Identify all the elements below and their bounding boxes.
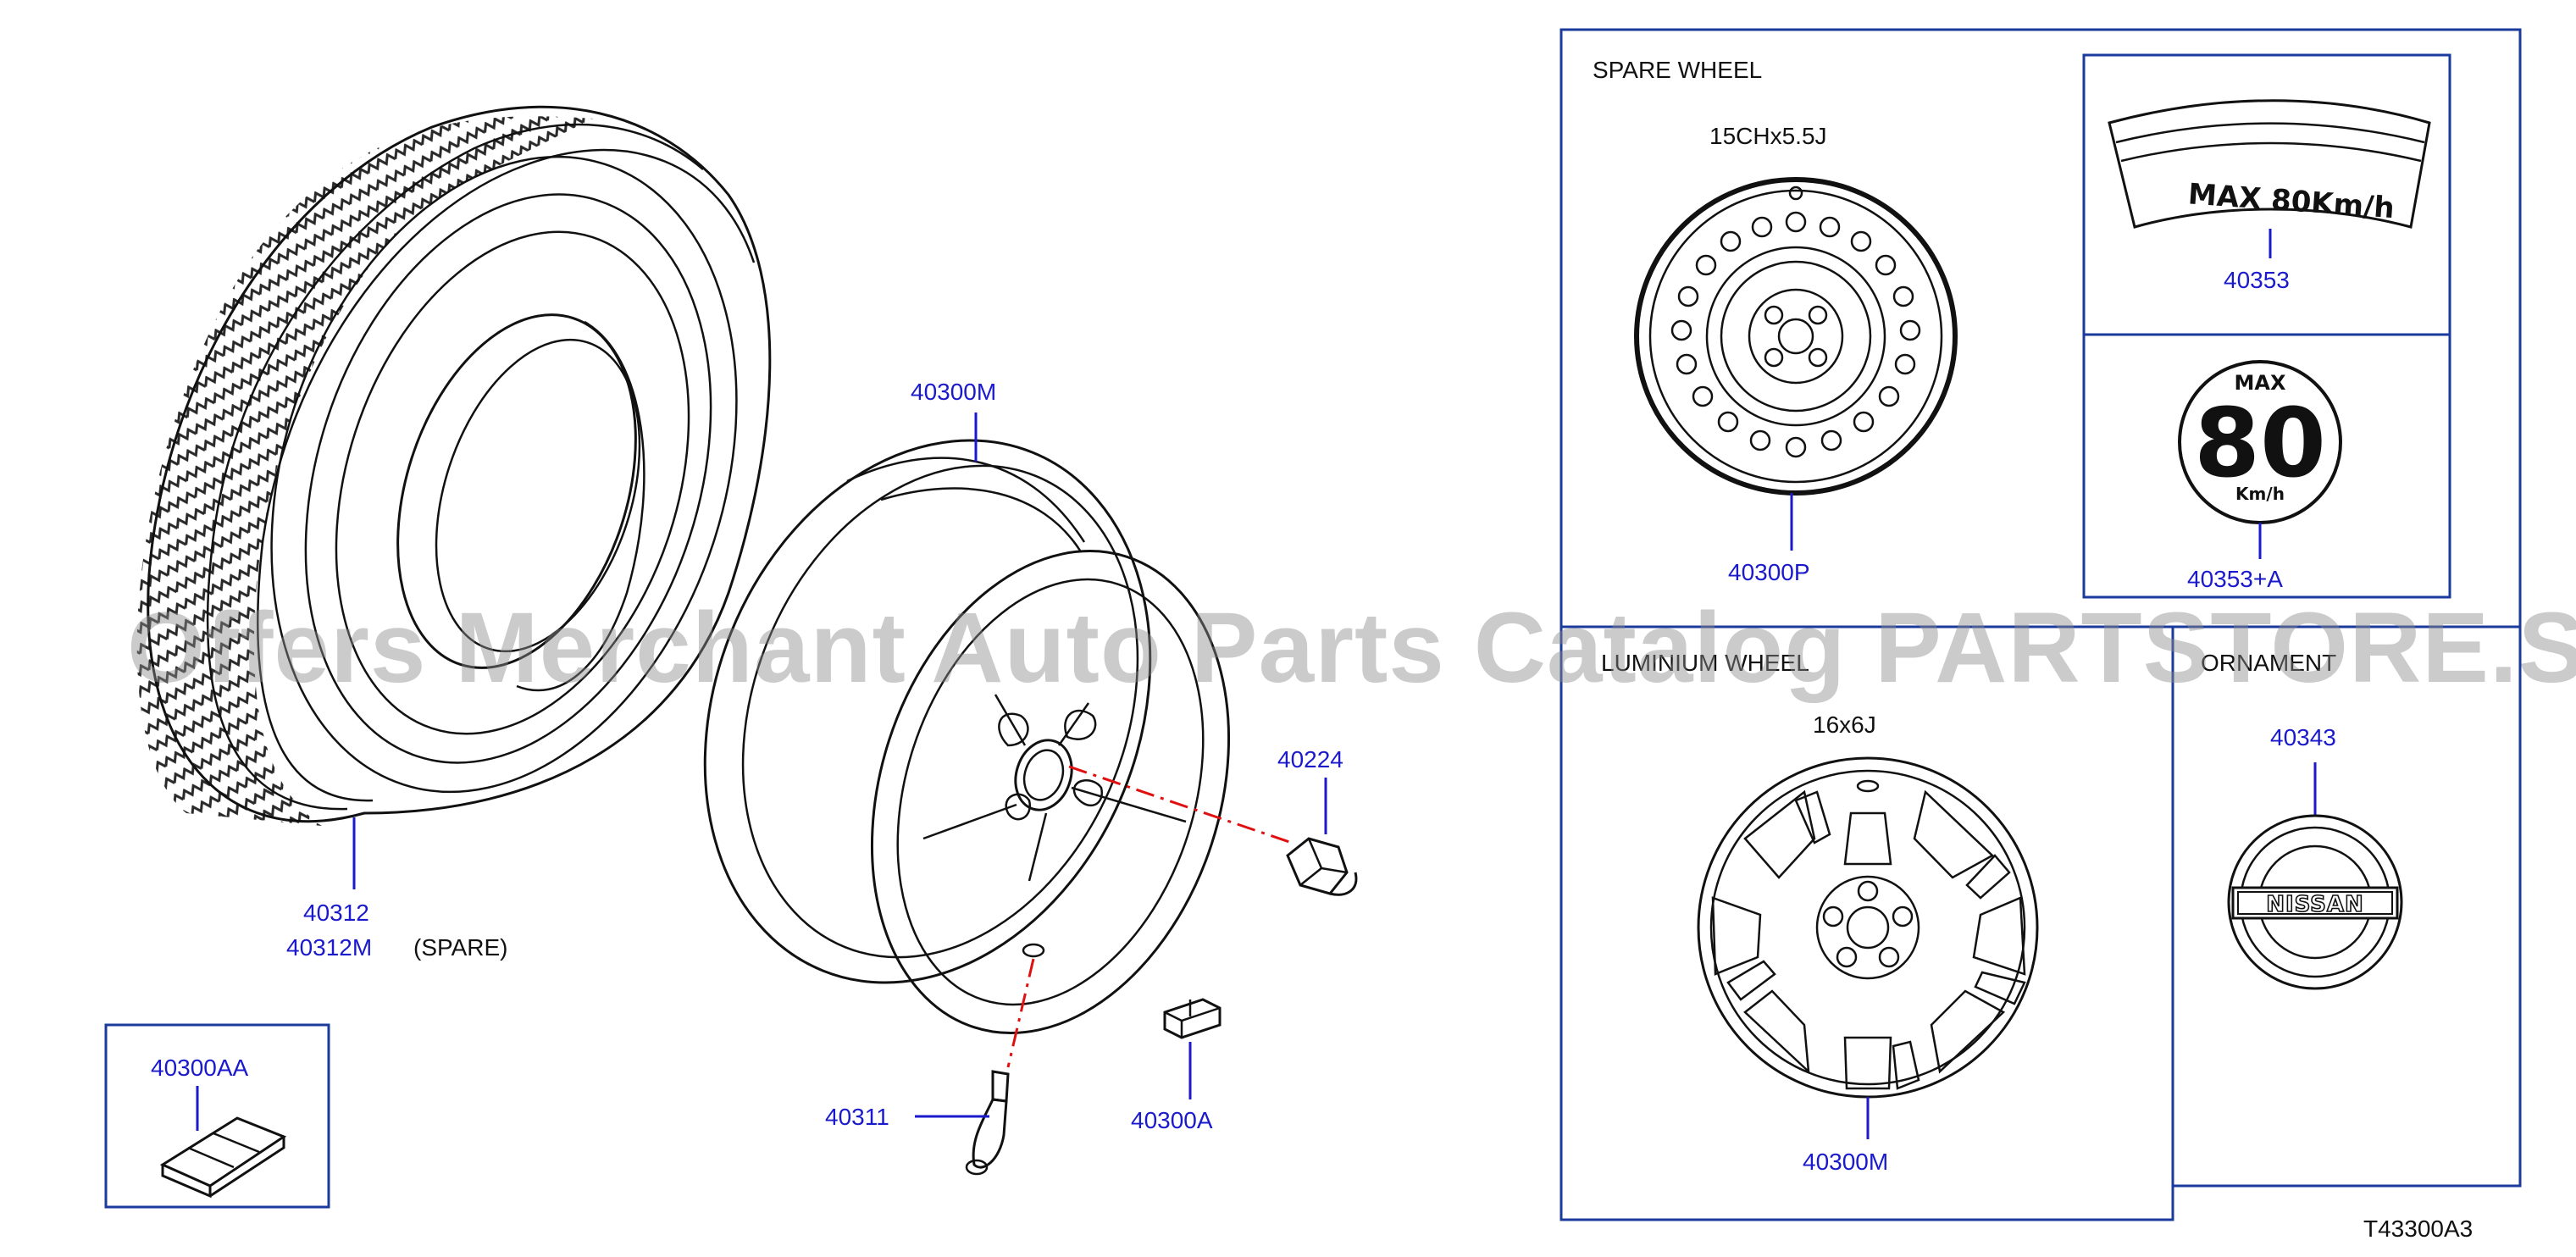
callout-40300a[interactable]: 40300A [1131, 1107, 1213, 1133]
ornament-title: ORNAMENT [2201, 650, 2336, 676]
figure-code: T43300A3 [2363, 1215, 2473, 1242]
balance-weight-drawing [1163, 998, 1222, 1039]
alloy-wheel-windows [1711, 789, 2026, 1090]
max-banner-text: MAX 80Km/h [2187, 177, 2396, 225]
max-round-drawing: MAX 80 Km/h [2178, 360, 2342, 524]
spare-note: (SPARE) [413, 934, 508, 961]
callout-40300p[interactable]: 40300P [1728, 559, 1810, 585]
callout-alloy-40300m[interactable]: 40300M [1803, 1149, 1888, 1175]
wheel-drawing [703, 439, 1231, 1035]
watermark: Offers Merchant Auto Parts Catalog PARTS… [127, 592, 2576, 704]
spare-wheel-panel [1559, 28, 2522, 628]
max-banner-drawing: MAX 80Km/h [2108, 99, 2431, 229]
alloy-wheel-accent-windows [1726, 790, 2026, 1090]
spare-wheel-vent-holes [1670, 211, 1921, 458]
alloy-wheel-title: LUMINIUM WHEEL [1601, 650, 1809, 676]
spare-wheel-size: 15CHx5.5J [1709, 123, 1827, 149]
callout-40300m[interactable]: 40300M [911, 379, 996, 405]
ornament-brand-text: NISSAN [2266, 892, 2364, 917]
callout-40343[interactable]: 40343 [2270, 724, 2336, 750]
valve-centerline [1006, 958, 1035, 1068]
alloy-wheel-size: 16x6J [1813, 712, 1876, 738]
ornament-drawing: NISSAN [2227, 814, 2403, 990]
max-round-panel [2082, 333, 2451, 599]
spare-wheel-drawing [1634, 177, 1958, 496]
callout-40353-a[interactable]: 40353+A [2187, 566, 2283, 592]
spare-wheel-title: SPARE WHEEL [1593, 57, 1762, 83]
tire-drawing [136, 105, 772, 827]
nut-centerline [1068, 765, 1293, 844]
lug-nut-drawing [1286, 837, 1358, 896]
weight-kit-box [104, 1023, 330, 1209]
callout-40311[interactable]: 40311 [825, 1104, 889, 1130]
max-round-top: MAX [2235, 371, 2286, 395]
weight-kit-drawing [159, 1116, 287, 1199]
callout-40312m[interactable]: 40312M [286, 934, 372, 961]
valve-drawing [965, 1070, 1010, 1176]
max-round-unit: Km/h [2235, 484, 2285, 504]
callout-40224[interactable]: 40224 [1277, 746, 1343, 772]
callout-40353[interactable]: 40353 [2224, 267, 2290, 293]
callout-40312[interactable]: 40312 [303, 900, 369, 926]
alloy-wheel-drawing [1697, 756, 2039, 1099]
ornament-panel [2171, 625, 2522, 1188]
max-round-number: 80 [2194, 389, 2326, 499]
callout-40300aa[interactable]: 40300AA [151, 1055, 249, 1081]
